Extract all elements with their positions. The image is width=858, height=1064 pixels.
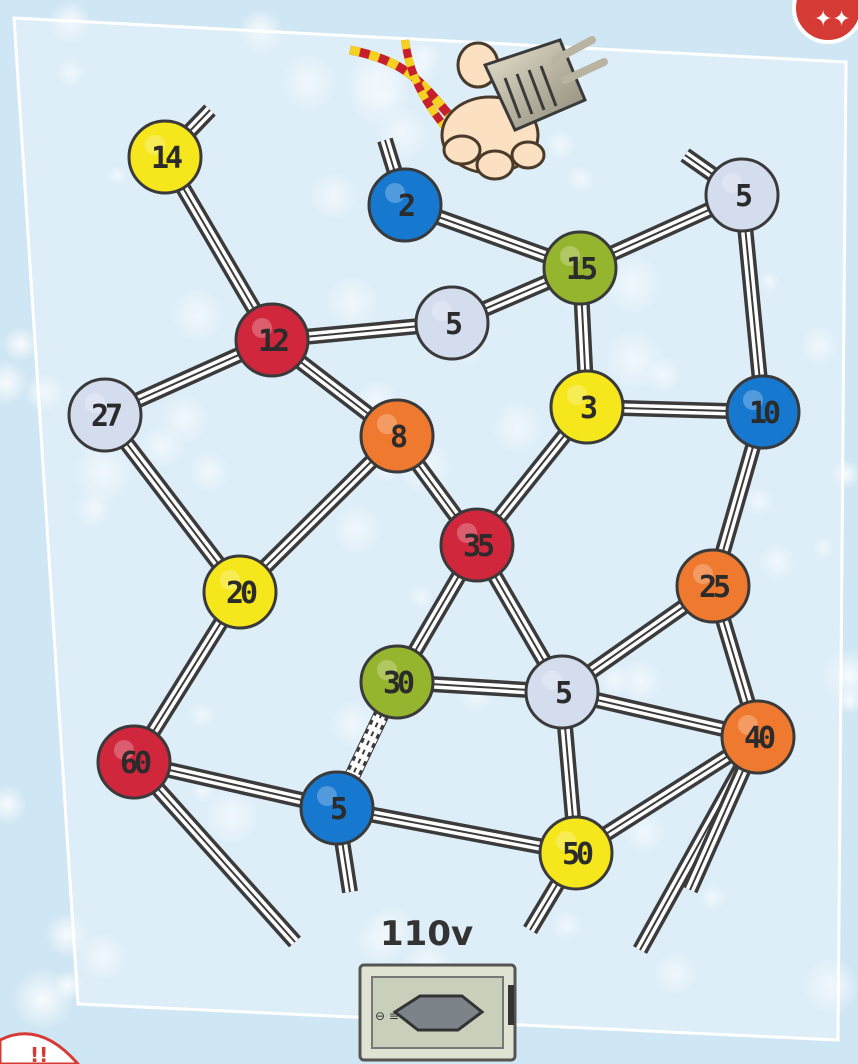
node-n35[interactable]: 35 <box>441 509 513 581</box>
node-n12[interactable]: 12 <box>236 304 308 376</box>
node-n2[interactable]: 2 <box>369 169 441 241</box>
node-n27[interactable]: 27 <box>69 379 141 451</box>
node-value: 30 <box>383 666 414 701</box>
node-n5c[interactable]: 5 <box>526 656 598 728</box>
node-value: 25 <box>699 570 730 605</box>
node-value: 60 <box>120 746 151 781</box>
plug-legend: ⊖ ≡ <box>375 1009 399 1023</box>
node-n10[interactable]: 10 <box>727 376 799 448</box>
node-n3[interactable]: 3 <box>551 371 623 443</box>
voltage-label: 110v <box>380 914 473 954</box>
node-n5d[interactable]: 5 <box>301 772 373 844</box>
node-n14[interactable]: 14 <box>129 121 201 193</box>
node-n50[interactable]: 50 <box>540 817 612 889</box>
power-outlet-icon[interactable]: ⊖ ≡ <box>360 965 515 1060</box>
svg-text:✦✦: ✦✦ <box>814 7 851 32</box>
node-n30[interactable]: 30 <box>361 646 433 718</box>
node-n40[interactable]: 40 <box>722 701 794 773</box>
node-value: 14 <box>151 141 182 176</box>
node-value: 50 <box>562 837 593 872</box>
node-value: 15 <box>566 252 597 287</box>
node-value: 2 <box>398 189 414 224</box>
node-value: 35 <box>463 529 494 564</box>
node-n15[interactable]: 15 <box>544 232 616 304</box>
node-value: 27 <box>91 399 121 434</box>
node-n8[interactable]: 8 <box>361 400 433 472</box>
node-n25[interactable]: 25 <box>677 550 749 622</box>
node-value: 10 <box>749 396 780 431</box>
node-value: 12 <box>258 324 288 359</box>
node-value: 40 <box>744 721 775 756</box>
node-n5a[interactable]: 5 <box>706 159 778 231</box>
node-n20[interactable]: 20 <box>204 556 276 628</box>
svg-text:!!: !! <box>30 1043 48 1064</box>
node-value: 20 <box>226 576 257 611</box>
node-n60[interactable]: 60 <box>98 726 170 798</box>
node-n5b[interactable]: 5 <box>416 287 488 359</box>
